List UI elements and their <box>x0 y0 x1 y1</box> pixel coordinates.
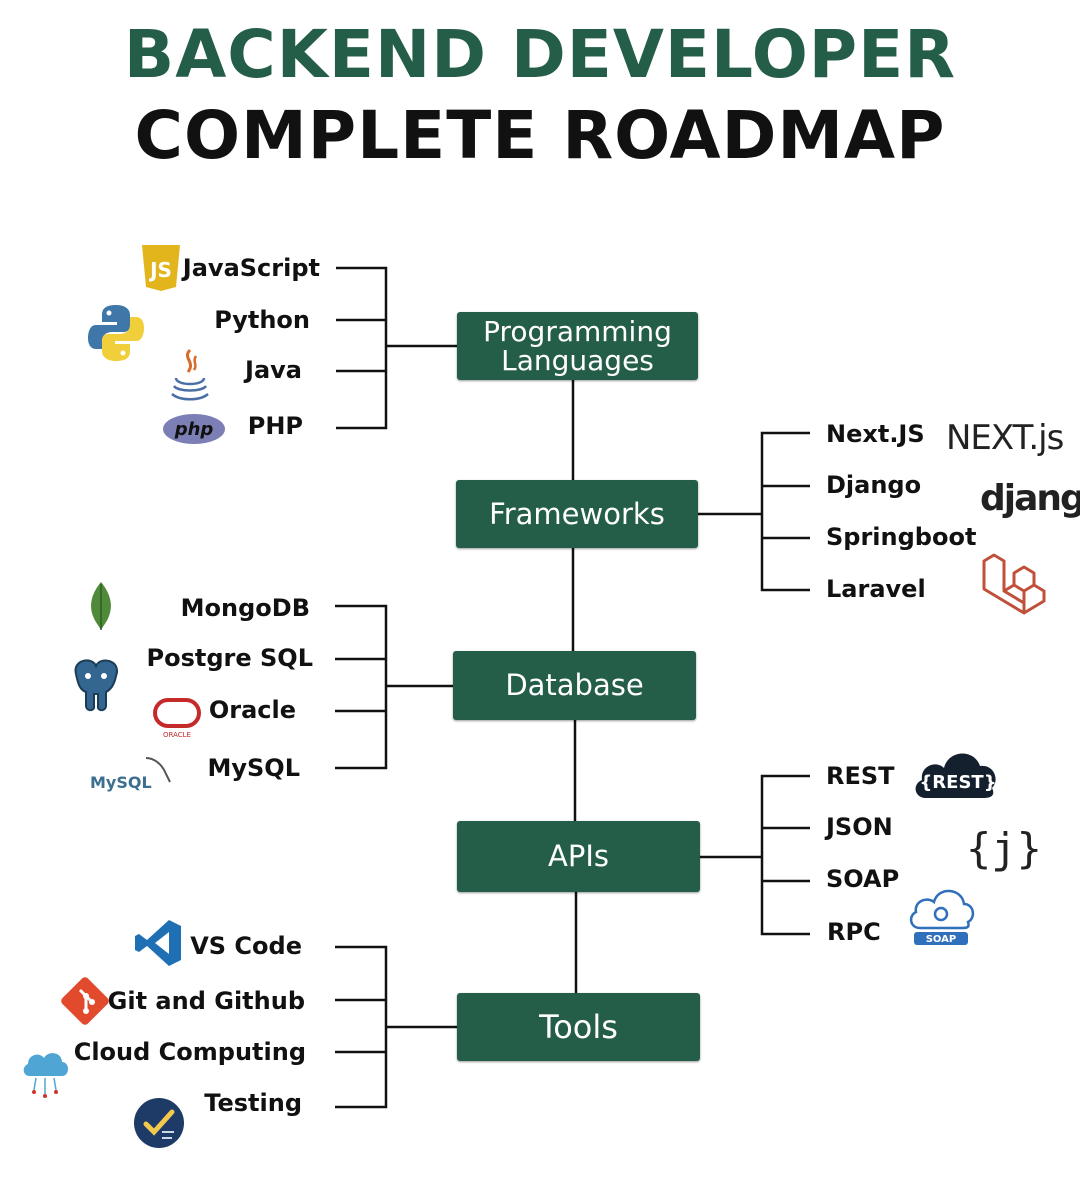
rest-logo-text: {REST} <box>919 772 996 793</box>
item-git: Git and Github <box>107 987 305 1015</box>
oracle-logo-text: ORACLE <box>163 731 191 739</box>
mysql-icon: MySQL <box>90 757 171 792</box>
mysql-logo-text: MySQL <box>90 773 152 792</box>
frameworks-bracket <box>760 431 810 592</box>
python-icon <box>88 305 144 361</box>
node-frameworks: Frameworks <box>456 480 698 548</box>
javascript-icon: JS <box>142 245 180 291</box>
cloud-icon <box>23 1053 68 1098</box>
database-bracket <box>335 604 388 770</box>
item-postgresql: Postgre SQL <box>146 644 313 672</box>
item-nextjs: Next.JS <box>826 420 925 448</box>
oracle-icon: ORACLE <box>153 698 201 739</box>
item-springboot: Springboot <box>826 523 977 551</box>
page-title-line2: COMPLETE ROADMAP <box>134 97 946 174</box>
apis-bracket <box>760 774 810 936</box>
django-logo: django <box>980 478 1080 519</box>
php-icon: php <box>163 414 225 444</box>
item-oracle: Oracle <box>208 696 296 724</box>
item-django: Django <box>826 471 922 499</box>
item-json: JSON <box>826 813 893 841</box>
java-icon <box>171 348 209 401</box>
vscode-icon <box>135 920 181 966</box>
item-cloud: Cloud Computing <box>73 1038 306 1066</box>
item-java: Java <box>245 356 302 384</box>
tools-bracket <box>335 945 388 1109</box>
item-php: PHP <box>247 412 303 440</box>
node-label-line2: Languages <box>501 344 654 377</box>
item-testing: Testing <box>204 1089 302 1117</box>
soap-logo-text: SOAP <box>926 934 957 945</box>
node-database: Database <box>453 651 696 720</box>
node-label-line1: Programming <box>483 315 672 348</box>
node-tools: Tools <box>457 993 700 1061</box>
item-javascript: JavaScript <box>182 254 320 282</box>
item-rest: REST <box>826 762 895 790</box>
item-laravel: Laravel <box>826 575 926 603</box>
testing-icon <box>134 1098 184 1148</box>
item-mongodb: MongoDB <box>180 594 310 622</box>
item-rpc: RPC <box>827 918 881 946</box>
item-vscode: VS Code <box>190 932 302 960</box>
rest-cloud-icon: {REST} <box>915 753 997 798</box>
javascript-logo-text: JS <box>148 258 172 282</box>
languages-bracket <box>336 266 388 430</box>
soap-icon: SOAP <box>909 889 975 945</box>
php-logo-text: php <box>174 419 214 440</box>
postgresql-icon <box>74 659 119 712</box>
page-title-line1: BACKEND DEVELOPER <box>123 16 957 93</box>
item-soap: SOAP <box>826 865 900 893</box>
laravel-icon <box>982 553 1046 615</box>
node-programming-languages: Programming Languages <box>457 312 698 380</box>
nextjs-logo: NEXT.js <box>946 418 1064 458</box>
json-logo: {j} <box>966 824 1042 873</box>
item-mysql: MySQL <box>207 754 300 782</box>
mongodb-icon <box>91 582 111 630</box>
item-python: Python <box>214 306 310 334</box>
git-icon <box>61 977 109 1025</box>
node-apis: APIs <box>457 821 700 892</box>
